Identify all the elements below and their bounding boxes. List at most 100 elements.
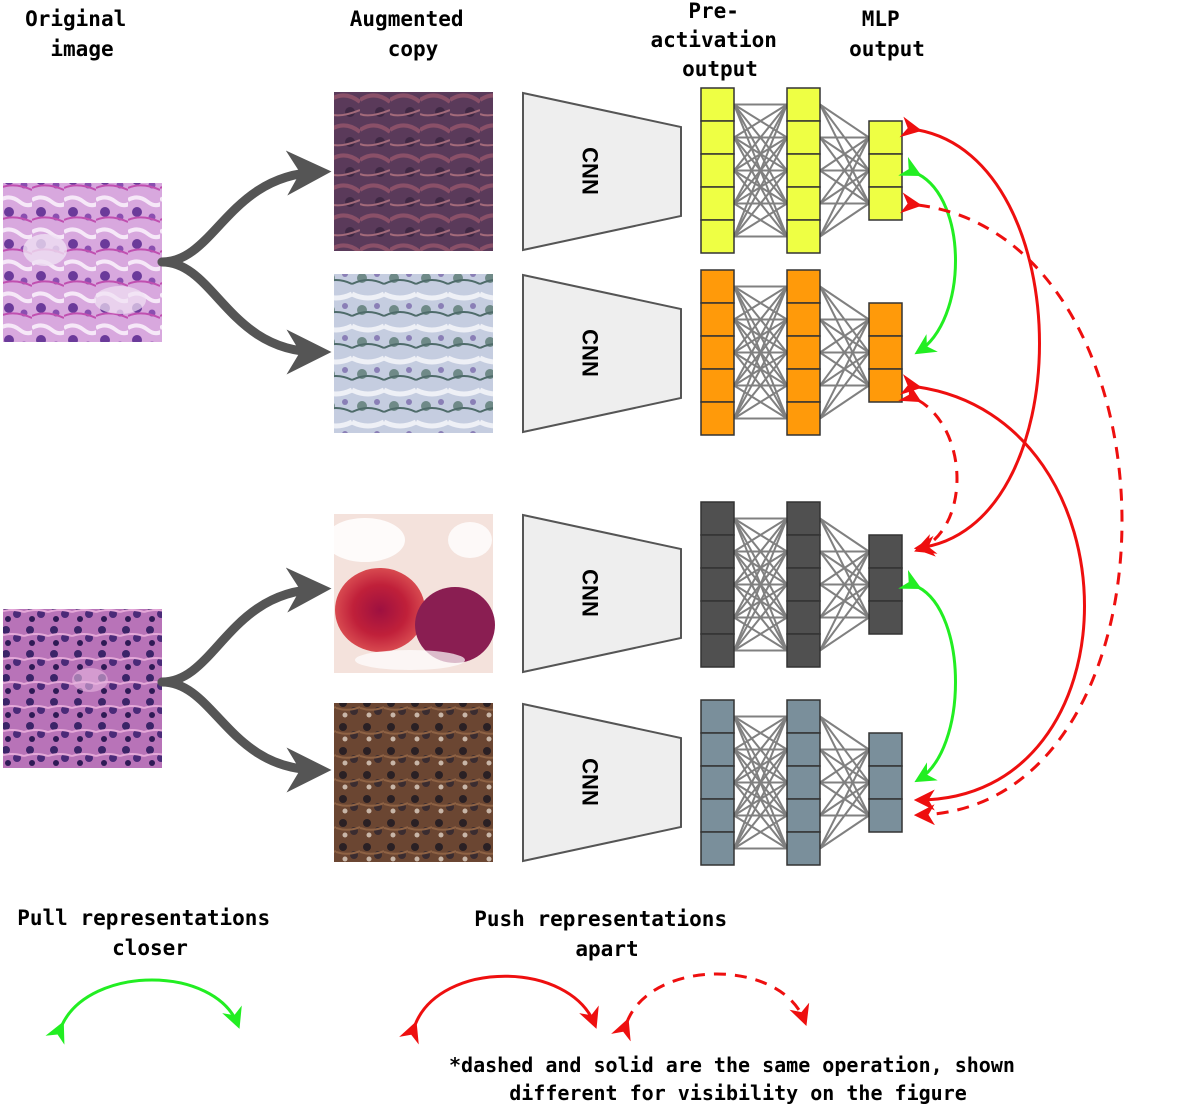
header-preact-line1: Pre- (688, 0, 739, 23)
preactivation-neuron (700, 765, 735, 800)
mlp-output-neuron (868, 600, 903, 635)
mlp-connection (733, 285, 788, 354)
preactivation-neuron (700, 534, 735, 569)
mlp-output-neuron (868, 302, 903, 337)
hidden-neuron (786, 765, 821, 800)
hidden-neuron (786, 534, 821, 569)
mlp-output-neuron (868, 120, 903, 155)
mlp-connection (819, 169, 870, 238)
mlp-connection (819, 202, 870, 238)
preactivation-neuron (700, 600, 735, 635)
mlp-output-neuron (868, 732, 903, 767)
push-arrow-dashed-1-to-4 (899, 192, 1124, 826)
header-preact-line2: activation (650, 28, 776, 52)
preactivation-neuron (700, 87, 735, 122)
push-arrow-2-to-4 (899, 374, 1086, 811)
mlp-connection (733, 319, 788, 419)
hidden-neuron (786, 600, 821, 635)
pull-arrow-pair-1 (898, 156, 957, 355)
mlp-connection (733, 384, 788, 420)
header-augmented-copy: Augmented copy (350, 7, 476, 61)
hidden-neuron (786, 302, 821, 337)
hidden-neuron (786, 699, 821, 734)
pull-arrow-pair-2 (898, 569, 957, 783)
mlp-output-neuron (868, 368, 903, 403)
mlp-connection (733, 351, 788, 420)
mlp-connection (733, 103, 788, 172)
mlp-network-1 (700, 87, 903, 254)
mlp-connection (733, 749, 788, 849)
mlp-connection (819, 583, 870, 652)
hidden-neuron (786, 633, 821, 668)
legend-push-line1: Push representations (474, 907, 727, 931)
mlp-connection (733, 104, 788, 237)
mlp-connection (733, 286, 788, 386)
mlp-connection (819, 748, 870, 784)
mlp-output-neuron (868, 153, 903, 188)
preactivation-neuron (700, 831, 735, 866)
augmented-copy-1 (334, 92, 493, 251)
cnn-block-3: CNN (522, 513, 682, 674)
augmented-copy-2 (334, 274, 493, 433)
mlp-connection (819, 319, 870, 419)
mlp-output-neuron (868, 567, 903, 602)
mlp-connection (733, 103, 788, 139)
footnote: *dashed and solid are the same operation… (449, 1053, 1027, 1105)
header-mlp-line1: MLP (862, 7, 900, 31)
hidden-neuron (786, 186, 821, 221)
mlp-connection (733, 169, 788, 238)
original-image-1 (3, 183, 162, 342)
augmented-copy-4 (334, 703, 493, 862)
legend-pull-line1: Pull representations (17, 906, 270, 930)
mlp-connection (819, 137, 870, 237)
mlp-connection (733, 285, 788, 321)
legend-push-arrow-solid (399, 974, 599, 1045)
mlp-connection (733, 286, 788, 419)
legend-pull-line2: closer (112, 936, 188, 960)
mlp-output-neuron (868, 798, 903, 833)
cnn-label-4: CNN (578, 758, 603, 806)
mlp-connection (733, 781, 788, 850)
mlp-connection (733, 716, 788, 849)
mlp-connection (733, 715, 788, 784)
mlp-connection (733, 104, 788, 204)
mlp-output-neuron (868, 765, 903, 800)
mlp-connection (733, 518, 788, 618)
mlp-connection (819, 749, 870, 849)
preactivation-neuron (700, 120, 735, 155)
cnn-label-1: CNN (578, 147, 603, 195)
preactivation-neuron (700, 501, 735, 536)
hidden-neuron (786, 567, 821, 602)
branch-arrows-image-1 (157, 150, 332, 375)
mlp-connection (819, 715, 870, 751)
hidden-neuron (786, 153, 821, 188)
preactivation-neuron (700, 368, 735, 403)
mlp-connection (819, 551, 870, 651)
cnn-block-2: CNN (522, 273, 682, 434)
header-augmented-line2: copy (388, 37, 439, 61)
mlp-connection (819, 318, 870, 387)
header-preact-line3: output (682, 57, 758, 81)
mlp-connection (819, 781, 870, 850)
mlp-connection (733, 616, 788, 652)
mlp-output-neuron (868, 186, 903, 221)
hidden-neuron (786, 335, 821, 370)
push-arrow-dashed-2-to-3 (898, 382, 959, 554)
mlp-connection (819, 103, 870, 139)
mlp-connection (819, 351, 870, 420)
legend-push-line2: apart (575, 937, 638, 961)
mlp-output-neuron (868, 534, 903, 569)
header-original-image: Original image (25, 7, 139, 61)
preactivation-neuron (700, 269, 735, 304)
preactivation-neuron (700, 798, 735, 833)
mlp-connection (819, 517, 870, 553)
preactivation-neuron (700, 732, 735, 767)
mlp-connection (733, 518, 788, 651)
mlp-network-4 (700, 699, 903, 866)
augmented-copy-3 (325, 514, 495, 673)
cnn-label-3: CNN (578, 569, 603, 617)
preactivation-neuron (700, 567, 735, 602)
mlp-connection (819, 136, 870, 172)
legend-push-label: Push representations apart (474, 907, 740, 961)
